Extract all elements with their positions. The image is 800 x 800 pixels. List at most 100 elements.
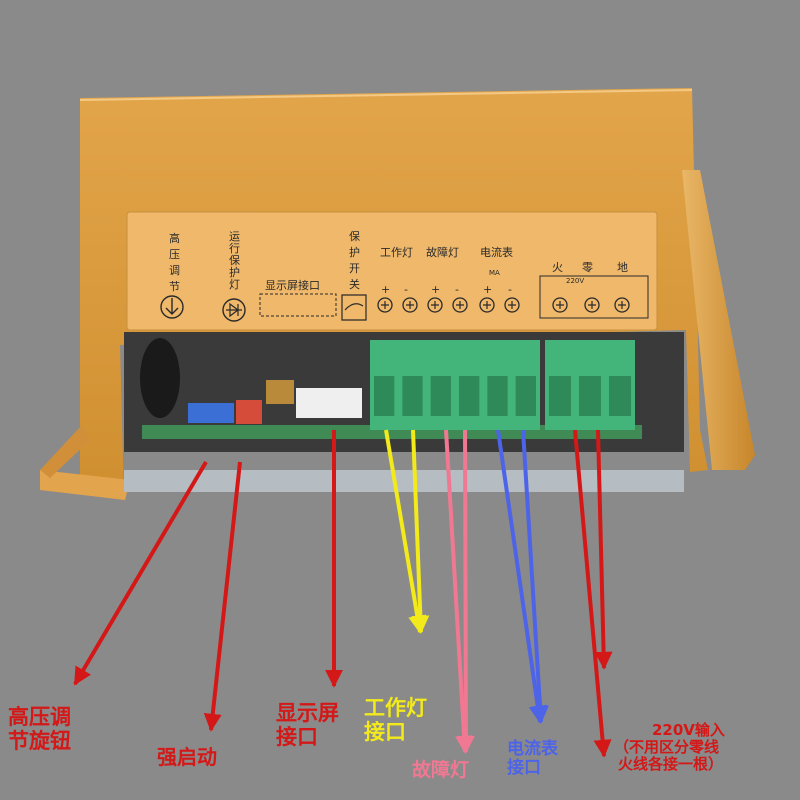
arrow-hv-knob [73, 460, 208, 686]
panel-ammeter-symbol: MA [489, 269, 500, 277]
terminal-slot [487, 376, 508, 416]
screw-slot-icon [431, 301, 439, 309]
screw-slot-icon [508, 301, 516, 309]
panel-char: 关 [349, 277, 360, 291]
protect-lamp-icon [222, 298, 246, 322]
callout-power-input-line2: （不用区分零线 [613, 737, 719, 756]
callout-ammeter-line2: 接口 [507, 758, 541, 779]
panel-fault-lamp: 故障灯 [426, 245, 459, 259]
screw-icon [552, 297, 568, 313]
terminal-slot [515, 376, 536, 416]
screw-icon [452, 297, 468, 313]
screw-slot-icon [618, 301, 626, 309]
arrow-power-2 [594, 429, 613, 670]
arrow-work-lamp-2 [411, 429, 430, 634]
panel-char: 行 [229, 242, 240, 255]
terminal-block-power [545, 340, 635, 430]
polarity-mark: - [455, 283, 459, 296]
screw-slot-icon [588, 301, 596, 309]
panel-char: 高 [169, 231, 180, 245]
panel-neutral: 零 [582, 261, 593, 274]
screw-slot-icon [456, 301, 464, 309]
callout-power-input: 220V输入 （不用区分零线 火线各接一根） [610, 722, 725, 772]
down-arrow-icon [165, 298, 179, 315]
panel-char: 调 [169, 264, 180, 277]
callout-hv-knob-line2: 节旋钮 [8, 728, 71, 753]
panel-live: 火 [552, 261, 563, 274]
panel-ammeter: 电流表 [480, 245, 513, 259]
callout-work-lamp-line2: 接口 [364, 719, 406, 744]
panel-char: 压 [169, 248, 180, 261]
terminal-slot [609, 376, 631, 416]
polarity-mark: - [508, 283, 512, 296]
screw-icon [427, 297, 443, 313]
hv-knob-icon [160, 295, 184, 319]
polarity-mark: + [431, 283, 440, 296]
panel-char: 保 [349, 229, 360, 243]
panel-char: 保 [229, 253, 240, 267]
callout-ammeter-line1: 电流表 [507, 739, 558, 759]
screw-icon [377, 297, 393, 313]
callout-work-lamp-line1: 工作灯 [364, 696, 427, 720]
callout-hv-knob-line1: 高压调 [8, 705, 71, 729]
polarity-mark: + [381, 283, 390, 296]
polarity-mark: - [404, 283, 408, 296]
callout-display-port-line2: 接口 [276, 724, 318, 749]
arrow-work-lamp-1 [384, 429, 427, 634]
screw-icon [504, 297, 520, 313]
callout-display-port: 显示屏 接口 [276, 701, 339, 749]
switch-icon [341, 294, 367, 321]
panel-work-lamp: 工作灯 [380, 246, 413, 259]
screw-icon [479, 297, 495, 313]
arrow-force-start [203, 461, 242, 732]
callout-power-input-line3: 火线各接一根） [617, 754, 723, 773]
terminal-slot [402, 376, 423, 416]
panel-ground: 地 [617, 261, 628, 274]
panel-char: 护 [349, 245, 360, 259]
panel-voltage: 220V [566, 277, 584, 285]
panel-char: 护 [229, 265, 240, 279]
callout-force-start-text: 强启动 [157, 745, 217, 769]
arrow-power-1 [573, 429, 612, 758]
screw-icon [614, 297, 630, 313]
screw-icon [584, 297, 600, 313]
panel-char: 灯 [229, 278, 240, 291]
callout-fault-lamp: 故障灯 [412, 759, 470, 781]
arrow-ammeter-2 [521, 429, 549, 724]
panel-polarity-marks: + - + - + - [381, 283, 512, 296]
polarity-mark: + [483, 283, 492, 296]
terminal-slot [430, 376, 451, 416]
callout-fault-lamp-text: 故障灯 [412, 759, 470, 781]
screw-slot-icon [381, 301, 389, 309]
screw-slot-icon [483, 301, 491, 309]
terminal-slot [579, 376, 601, 416]
screw-icon [402, 297, 418, 313]
callout-hv-knob: 高压调 节旋钮 [8, 705, 71, 753]
callout-display-port-line1: 显示屏 [276, 701, 339, 725]
callout-ammeter: 电流表 接口 [507, 739, 558, 779]
terminal-slot [549, 376, 571, 416]
terminal-body [370, 340, 540, 430]
panel-char: 运 [229, 230, 240, 243]
display-port-outline [259, 293, 337, 317]
callout-work-lamp: 工作灯 接口 [364, 696, 427, 744]
callout-force-start: 强启动 [157, 745, 217, 769]
callout-power-input-line1: 220V输入 [652, 721, 725, 739]
power-bracket [539, 275, 649, 319]
screw-slot-icon [406, 301, 414, 309]
screw-slot-icon [556, 301, 564, 309]
terminal-block-signal [370, 340, 540, 430]
label-panel [126, 211, 658, 331]
arrow-fault-lamp-2 [456, 429, 475, 754]
panel-char: 节 [169, 280, 180, 293]
terminal-slot [374, 376, 395, 416]
diode-icon [226, 302, 242, 318]
arrow-ammeter-1 [496, 429, 547, 724]
panel-display-port: 显示屏接口 [265, 279, 320, 292]
arrow-fault-lamp-1 [444, 429, 474, 754]
screw-terminal-icons [377, 297, 630, 313]
